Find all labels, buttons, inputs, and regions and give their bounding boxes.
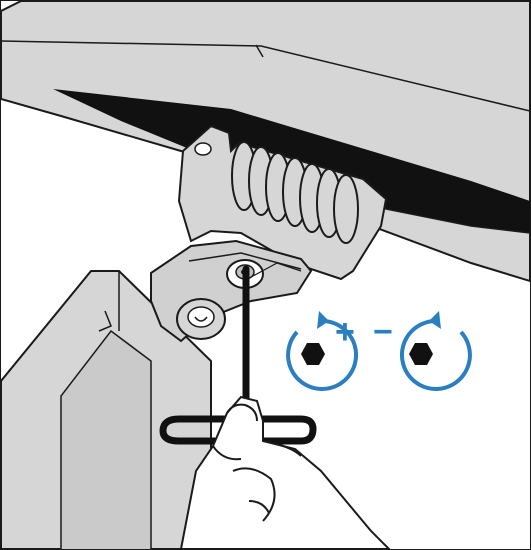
lower-arm [1,270,212,549]
pivot-bolt [176,298,226,340]
increase-sign: + [335,313,355,351]
hand-illustration [179,395,391,549]
spring-coils [231,141,359,244]
decrease-sign: − [373,313,393,351]
rotate-clockwise-plus-icon: + [286,311,359,391]
rotate-counterclockwise-minus-icon: − [373,311,472,391]
pin-hole [194,142,212,156]
hinge-bracket [150,124,388,343]
